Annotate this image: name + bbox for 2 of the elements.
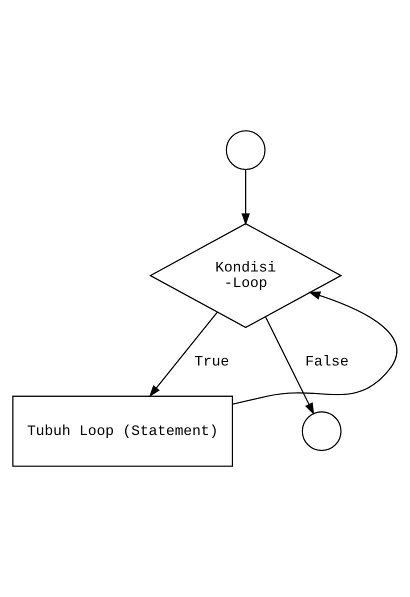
edge-label: True [194,354,230,371]
edge-label: False [305,354,349,371]
